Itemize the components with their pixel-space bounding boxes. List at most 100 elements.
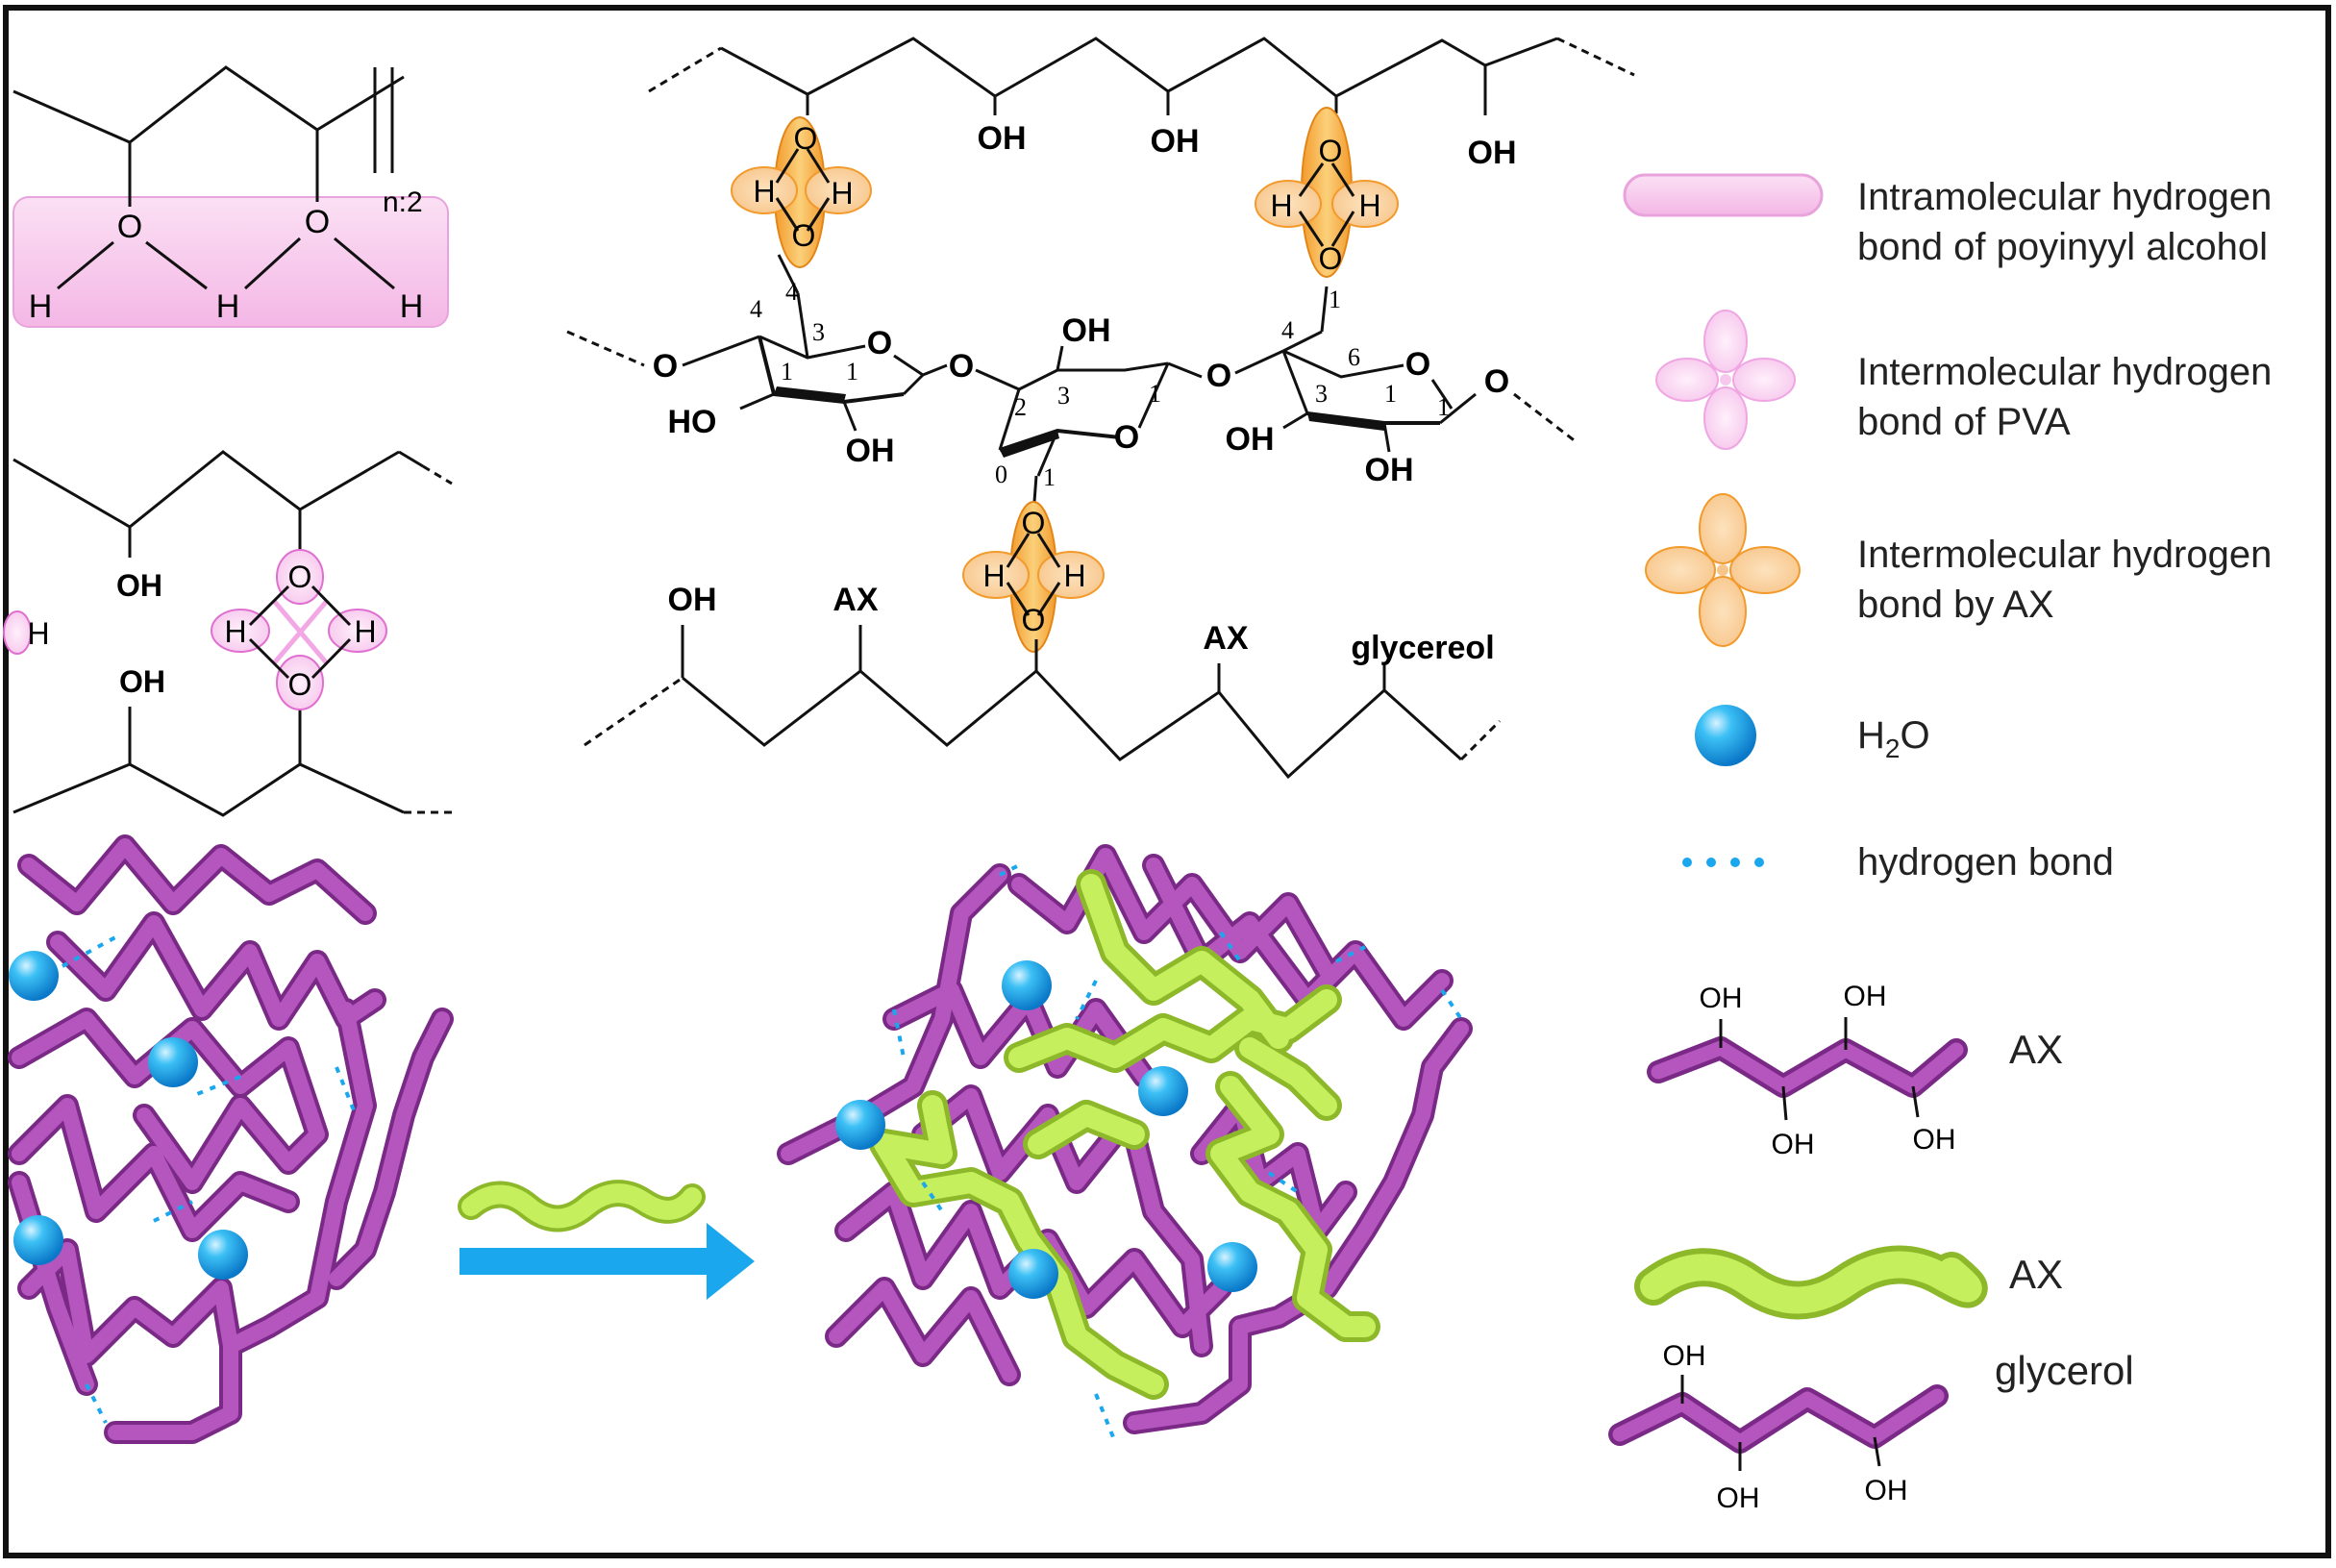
- svg-text:2: 2: [1014, 393, 1027, 421]
- svg-text:1: 1: [1043, 463, 1056, 491]
- svg-text:OH: OH: [1226, 421, 1275, 458]
- pva-mid-h-partial: H: [27, 616, 49, 651]
- svg-text:O: O: [949, 348, 974, 385]
- svg-text:OH: OH: [1844, 981, 1887, 1012]
- water-molecule: [148, 1037, 198, 1087]
- intramolecular-bond-swatch: [1623, 173, 1824, 217]
- pva-mid-h-right: H: [354, 614, 376, 649]
- water-molecule: [9, 951, 59, 1001]
- chain-glycerol-label: glycereol: [1351, 630, 1494, 666]
- pva-network-illustration: [8, 834, 454, 1444]
- center-oh-top1: OH: [978, 120, 1027, 157]
- hb-left-h-right: H: [831, 176, 853, 211]
- water-icon: [1695, 705, 1756, 766]
- glycerol-molecule-icon: OH OH OH: [1608, 1340, 1949, 1514]
- svg-text:O: O: [867, 325, 892, 361]
- svg-text:1: 1: [781, 358, 793, 386]
- water-molecule: [835, 1100, 885, 1150]
- pva-top-o1: O: [117, 209, 142, 245]
- svg-text:OH: OH: [1772, 1129, 1815, 1160]
- water-molecule: [1207, 1242, 1257, 1292]
- svg-text:OH: OH: [1865, 1475, 1908, 1506]
- svg-text:3: 3: [812, 318, 825, 346]
- legend-ax-green: AX: [2009, 1252, 2063, 1297]
- legend-intra-line2: bond of poyinyyl alcohol: [1857, 226, 2268, 268]
- svg-text:O: O: [1022, 506, 1046, 540]
- svg-text:OH: OH: [846, 433, 895, 469]
- svg-text:4: 4: [1281, 316, 1294, 344]
- sugar-ring-right: O O O OH OH 4 6 3 1 1 1: [1206, 286, 1578, 488]
- legend-inter-ax-line2: bond by AX: [1857, 584, 2054, 626]
- svg-text:OH: OH: [1717, 1482, 1760, 1514]
- chain-ax-label-1: AX: [833, 582, 879, 618]
- pva-mid-h-left: H: [224, 614, 246, 649]
- intramolecular-highlight-band: [12, 196, 449, 328]
- water-molecule: [13, 1215, 63, 1265]
- svg-text:3: 3: [1315, 380, 1328, 408]
- hb-left-h-left: H: [753, 174, 775, 209]
- center-oh-top2: OH: [1151, 123, 1200, 160]
- pva-top-h1: H: [29, 288, 53, 325]
- legend-ax-molecule: AX: [2009, 1027, 2063, 1072]
- svg-text:O: O: [1405, 346, 1430, 383]
- legend-intra-line1: Intramolecular hydrogen: [1857, 176, 2272, 218]
- svg-text:1: 1: [1329, 286, 1341, 313]
- pva-top-o2: O: [305, 204, 330, 240]
- ax-hbond-icon-bottom: O O H H: [962, 501, 1105, 653]
- svg-text:0: 0: [995, 460, 1007, 488]
- sugar-ring-left: O O O HO OH 4 3 1 1 4: [566, 254, 974, 469]
- pva-mid-o-up: O: [288, 560, 312, 594]
- hb-right-h-right: H: [1358, 188, 1380, 223]
- svg-text:HO: HO: [668, 404, 717, 440]
- svg-text:O: O: [1484, 363, 1509, 400]
- pva-intramolecular-structure: O O H H H n:2: [12, 65, 449, 328]
- pva-mid-oh1: OH: [116, 568, 162, 603]
- pva-intermolecular-hbond-icon: O O H H: [211, 549, 387, 710]
- water-molecule: [1002, 960, 1052, 1010]
- transition-arrow: [458, 1180, 755, 1300]
- repeat-unit-label: n:2: [383, 187, 423, 218]
- pva-hbond-petal-icon: [1655, 310, 1796, 450]
- svg-text:O: O: [653, 348, 678, 385]
- ax-hbond-petal-icon: [1645, 493, 1801, 647]
- legend-inter-ax-line1: Intermolecular hydrogen: [1857, 534, 2272, 576]
- legend-water: H2O: [1857, 714, 1930, 763]
- legend-glycerol: glycerol: [1995, 1348, 2134, 1393]
- pva-top-h2: H: [216, 288, 240, 325]
- svg-text:1: 1: [846, 358, 858, 386]
- pva-intermolecular-structure: OH OH O O H H H: [3, 450, 453, 817]
- legend-hbond: hydrogen bond: [1857, 841, 2114, 884]
- hb-right-h-left: H: [1270, 188, 1292, 223]
- hb-left-o-down: O: [792, 218, 816, 253]
- svg-text:OH: OH: [1365, 452, 1414, 488]
- ax-hbond-icon-right: O O H H: [1255, 107, 1399, 278]
- chain-oh-label: OH: [668, 582, 717, 618]
- pva-mid-oh2: OH: [119, 664, 165, 699]
- svg-text:O: O: [1206, 358, 1231, 394]
- chain-ax-label-2: AX: [1203, 620, 1249, 657]
- svg-text:1: 1: [1437, 393, 1450, 421]
- svg-text:6: 6: [1348, 343, 1360, 371]
- svg-text:O: O: [1022, 603, 1046, 637]
- legend-inter-pva-line1: Intermolecular hydrogen: [1857, 351, 2272, 393]
- svg-text:4: 4: [750, 295, 762, 323]
- svg-text:H: H: [982, 559, 1005, 593]
- svg-text:OH: OH: [1062, 312, 1111, 349]
- water-molecule: [1008, 1249, 1058, 1299]
- svg-text:4: 4: [785, 278, 798, 306]
- svg-text:O: O: [1114, 419, 1139, 456]
- legend-inter-pva-line2: bond of PVA: [1857, 401, 2071, 443]
- pva-ax-glycerol-structure: OH OH OH O O H H O O: [566, 37, 1635, 780]
- svg-text:1: 1: [1384, 380, 1397, 408]
- ax-molecule-icon: OH OH OH OH: [1647, 981, 1968, 1160]
- hb-right-o-up: O: [1319, 134, 1343, 168]
- pva-ax-network-illustration: [777, 844, 1473, 1443]
- hb-left-o-up: O: [794, 121, 818, 156]
- ax-hbond-icon-left: O O H H: [731, 116, 872, 268]
- pva-mid-o-down: O: [288, 667, 312, 702]
- sugar-ring-middle: O OH 3 1 2 0 1: [975, 312, 1203, 515]
- water-molecule: [198, 1230, 248, 1280]
- legend: Intramolecular hydrogen bond of poyinyyl…: [1608, 173, 2272, 1514]
